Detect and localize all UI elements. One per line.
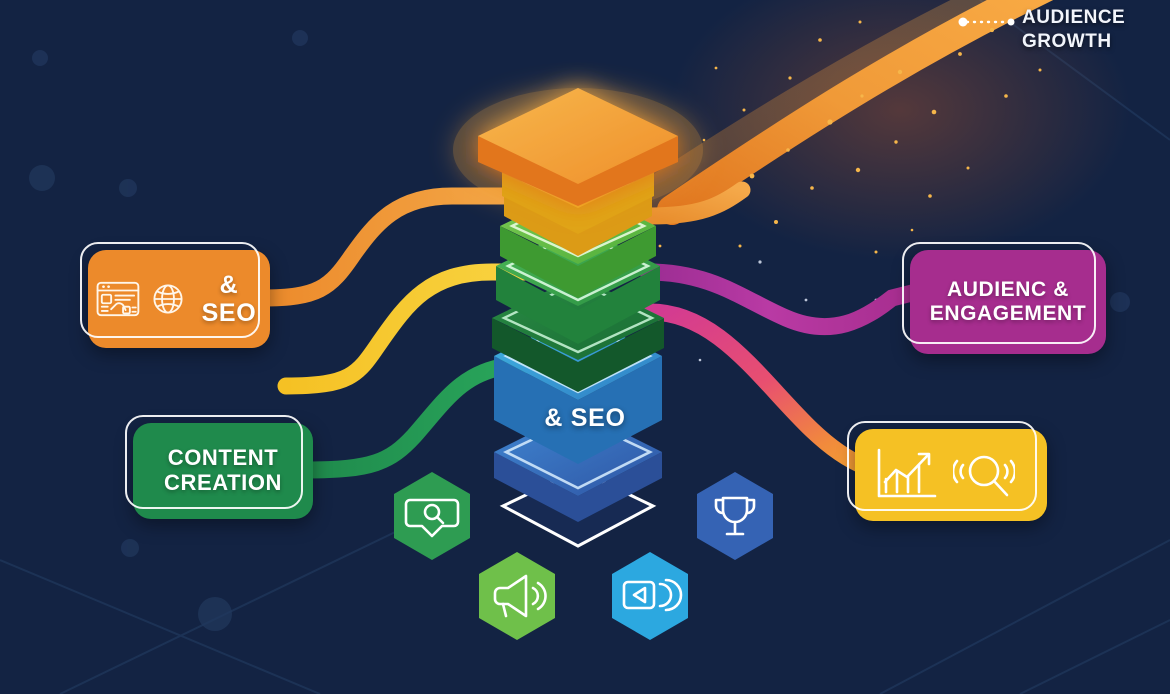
connector-yellow-left — [277, 263, 539, 395]
connector-green-left — [297, 355, 545, 479]
hex-megaphone[interactable] — [479, 552, 555, 640]
trophy-icon — [714, 496, 756, 536]
magnifier-icon — [953, 455, 1015, 497]
audience-growth-line2: GROWTH — [1022, 31, 1112, 53]
hex-chat-search[interactable] — [394, 472, 470, 560]
card-content-line1: CONTENT — [167, 445, 279, 471]
audience-growth-line1: AUDIENCE — [1022, 7, 1126, 28]
bar-chart-growth-icon — [877, 448, 937, 498]
layer-top — [478, 88, 678, 206]
card-seo[interactable]: & SEO — [80, 242, 270, 348]
megaphone-icon — [493, 574, 547, 618]
card-seo-label: & SEO — [201, 271, 257, 327]
webpage-icon — [96, 281, 139, 317]
card-audience-line1: AUDIENC & — [946, 278, 1070, 302]
connector-magenta-right — [639, 263, 925, 336]
chat-search-icon — [404, 498, 460, 538]
card-audience-line2: ENGAGEMENT — [929, 302, 1087, 325]
card-audience-engagement[interactable]: AUDIENC & ENGAGEMENT — [902, 242, 1106, 354]
audience-growth-label: AUDIENCE GROWTH — [1022, 6, 1162, 55]
video-icon — [622, 578, 683, 612]
card-content-line2: CREATION — [163, 470, 283, 495]
connector-orange-left — [253, 187, 521, 307]
card-content-creation[interactable]: CONTENT CREATION — [125, 415, 313, 519]
hex-trophy[interactable] — [697, 472, 773, 560]
card-analytics[interactable] — [847, 421, 1047, 521]
hex-video[interactable] — [612, 552, 688, 640]
connector-orange-top-right — [641, 181, 751, 225]
globe-icon — [153, 284, 183, 314]
